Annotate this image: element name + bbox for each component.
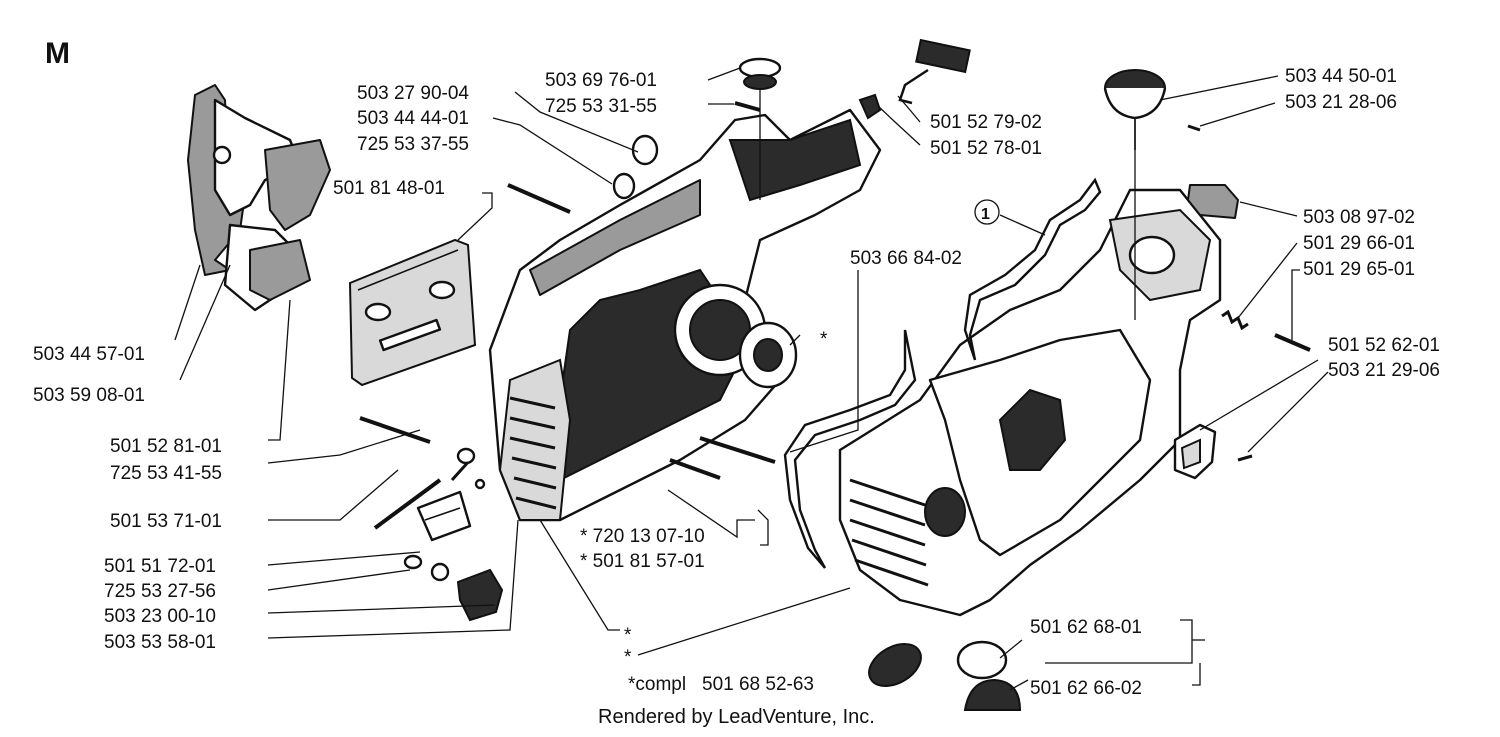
part-label: 501 62 66-02 bbox=[1030, 678, 1142, 699]
crankcase-right-part bbox=[838, 188, 1222, 617]
part-label: 501 52 78-01 bbox=[930, 138, 1042, 159]
part-label: 503 44 44-01 bbox=[357, 108, 469, 129]
part-label: * 501 81 57-01 bbox=[580, 551, 705, 572]
spring-part bbox=[1221, 309, 1249, 331]
crankcase-fins bbox=[509, 396, 557, 510]
chain-guard-part bbox=[187, 84, 331, 312]
part-label: 503 44 50-01 bbox=[1285, 66, 1397, 87]
part-label: 501 51 72-01 bbox=[104, 556, 216, 577]
crankcase-left-part bbox=[488, 108, 882, 522]
part-label: 501 53 71-01 bbox=[110, 511, 222, 532]
part-label: 503 21 29-06 bbox=[1328, 360, 1440, 381]
adjust-screw-part bbox=[1274, 333, 1311, 352]
part-label: 503 66 84-02 bbox=[850, 248, 962, 269]
bumper-block-part bbox=[456, 568, 504, 622]
crankcase-right-fins bbox=[849, 478, 929, 587]
part-label: 501 29 66-01 bbox=[1303, 233, 1415, 254]
part-labels: 503 27 90-04 503 44 44-01 725 53 37-55 5… bbox=[33, 66, 1440, 699]
part-label: 725 53 27-56 bbox=[104, 581, 216, 602]
guard-block-part bbox=[1173, 423, 1217, 480]
part-label: 501 29 65-01 bbox=[1303, 259, 1415, 280]
connector-part bbox=[898, 38, 971, 105]
switch-part bbox=[1187, 184, 1239, 219]
part-label: 503 53 58-01 bbox=[104, 632, 216, 653]
part-label-compl: *compl bbox=[628, 674, 686, 695]
part-label: 725 53 41-55 bbox=[110, 463, 222, 484]
part-label: 501 52 79-02 bbox=[930, 112, 1042, 133]
footer-credit: Rendered by LeadVenture, Inc. bbox=[598, 706, 875, 728]
part-label: * bbox=[624, 647, 632, 668]
part-label: 501 52 81-01 bbox=[110, 436, 222, 457]
part-label: 725 53 31-55 bbox=[545, 96, 657, 117]
part-label: 503 59 08-01 bbox=[33, 385, 145, 406]
gasket-upper-part bbox=[963, 177, 1102, 361]
part-label: 725 53 37-55 bbox=[357, 134, 469, 155]
part-label: 503 44 57-01 bbox=[33, 344, 145, 365]
part-label: 501 62 68-01 bbox=[1030, 617, 1142, 638]
part-label: 501 52 62-01 bbox=[1328, 335, 1440, 356]
buffer-part bbox=[858, 93, 882, 120]
leader-lines bbox=[174, 67, 1329, 691]
bearing-part bbox=[738, 321, 798, 389]
guide-bar-plate-part bbox=[348, 238, 477, 387]
screw-parts bbox=[359, 101, 1253, 582]
part-label: 503 23 00-10 bbox=[104, 606, 216, 627]
part-label: 503 69 76-01 bbox=[545, 70, 657, 91]
part-label: 503 27 90-04 bbox=[357, 83, 469, 104]
part-label: 501 81 48-01 bbox=[333, 178, 445, 199]
part-label: * bbox=[820, 329, 828, 350]
part-label: 501 68 52-63 bbox=[702, 674, 814, 695]
filler-cap-part bbox=[868, 640, 1022, 711]
rubber-mount-part bbox=[738, 57, 782, 90]
part-label: * 720 13 07-10 bbox=[580, 526, 705, 547]
gasket-lower-part bbox=[783, 329, 917, 569]
part-label: * bbox=[624, 625, 632, 646]
section-letter: M bbox=[45, 37, 70, 70]
part-label: 503 21 28-06 bbox=[1285, 92, 1397, 113]
part-label: 503 08 97-02 bbox=[1303, 207, 1415, 228]
chain-catcher-part bbox=[416, 490, 472, 542]
callout-number: 1 bbox=[981, 206, 990, 223]
